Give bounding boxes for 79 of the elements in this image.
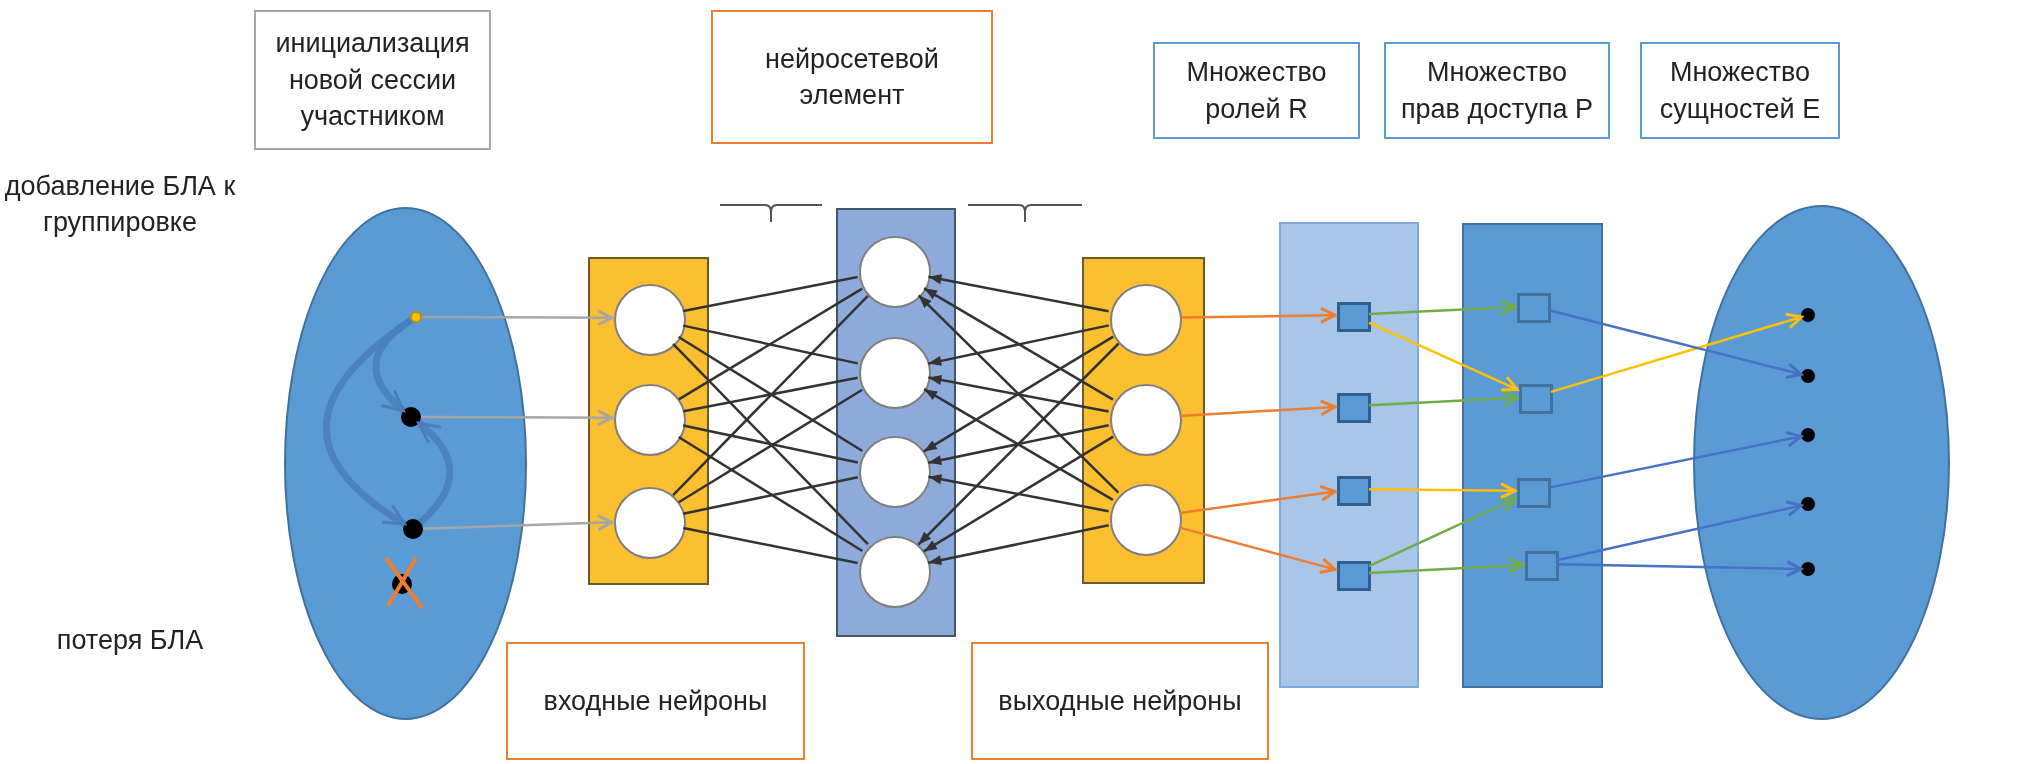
neuron-circle (614, 384, 686, 456)
arrow (1548, 309, 1803, 380)
arrow (1179, 484, 1337, 515)
connector-line (682, 424, 859, 464)
arrow (422, 514, 614, 532)
square-marker (1337, 302, 1371, 332)
connector-line (683, 376, 858, 413)
arrow (1178, 526, 1337, 574)
connector-line (682, 324, 859, 365)
arrow (1368, 299, 1517, 317)
set-ellipse (1693, 205, 1950, 720)
arrow (917, 294, 1120, 494)
arrow (928, 524, 1109, 565)
connector-line (677, 435, 864, 553)
neuron-circle (1110, 284, 1182, 356)
arrow (322, 317, 414, 527)
annotation-text: потеря БЛА (55, 624, 205, 657)
neuron-circle (1110, 484, 1182, 556)
arrow (923, 335, 1114, 453)
connector-line (677, 335, 864, 453)
square-marker (1337, 476, 1371, 506)
connector-line (678, 388, 863, 504)
arrow (1368, 496, 1517, 568)
arrow (1556, 500, 1803, 562)
connector-line (683, 275, 858, 313)
arrow (1548, 430, 1803, 489)
arrow (917, 342, 1120, 546)
neuron-circle (859, 436, 931, 508)
text-box: Множество прав доступа P (1384, 42, 1610, 139)
square-marker (1519, 384, 1553, 414)
square-marker (1337, 393, 1371, 423)
arrow (416, 420, 454, 525)
square-marker (1525, 551, 1559, 581)
neuron-circle (614, 487, 686, 559)
neuron-circle (859, 337, 931, 409)
annotation-text: добавление БЛА к группировке (3, 170, 237, 240)
neuron-circle (859, 536, 931, 608)
arrow (923, 287, 1114, 401)
text-box: Множество ролей R (1153, 42, 1360, 139)
set-ellipse (284, 207, 527, 720)
arrow (422, 309, 614, 327)
arrow (1369, 482, 1517, 500)
hidden-layer-panel (836, 208, 956, 637)
arrow (928, 375, 1109, 413)
connector-line (683, 526, 858, 565)
dot (410, 311, 422, 323)
arrow (1179, 399, 1337, 418)
neuron-circle (859, 236, 931, 308)
square-marker (1337, 561, 1371, 591)
input-layer-panel (588, 257, 709, 585)
arrow (421, 409, 614, 427)
arrow (928, 274, 1109, 313)
square-marker (1517, 293, 1551, 323)
neuron-circle (1110, 384, 1182, 456)
connector-line (682, 476, 859, 515)
arrow (923, 388, 1114, 501)
text-box: нейросетевой элемент (711, 10, 993, 144)
arrow (1368, 557, 1525, 575)
set-band (1462, 223, 1603, 688)
text-box: инициализация новой сессии участником (254, 10, 491, 150)
arrow (1180, 306, 1337, 324)
arrow (1550, 312, 1803, 394)
arrow (927, 324, 1110, 366)
arrow (928, 424, 1109, 465)
arrow (1368, 321, 1519, 392)
arrow (928, 474, 1109, 513)
text-box: входные нейроны (506, 642, 805, 760)
square-marker (1517, 478, 1551, 508)
arrow (1556, 560, 1803, 578)
output-layer-panel (1082, 257, 1205, 584)
arrow (923, 435, 1114, 553)
connector-line (672, 294, 869, 497)
text-box: Множество сущностей E (1640, 42, 1840, 139)
set-band (1279, 222, 1419, 688)
arrow (1368, 390, 1519, 407)
neuron-circle (614, 284, 686, 356)
connector-line (672, 342, 869, 546)
connector-line (678, 287, 863, 401)
text-box: выходные нейроны (971, 642, 1269, 760)
